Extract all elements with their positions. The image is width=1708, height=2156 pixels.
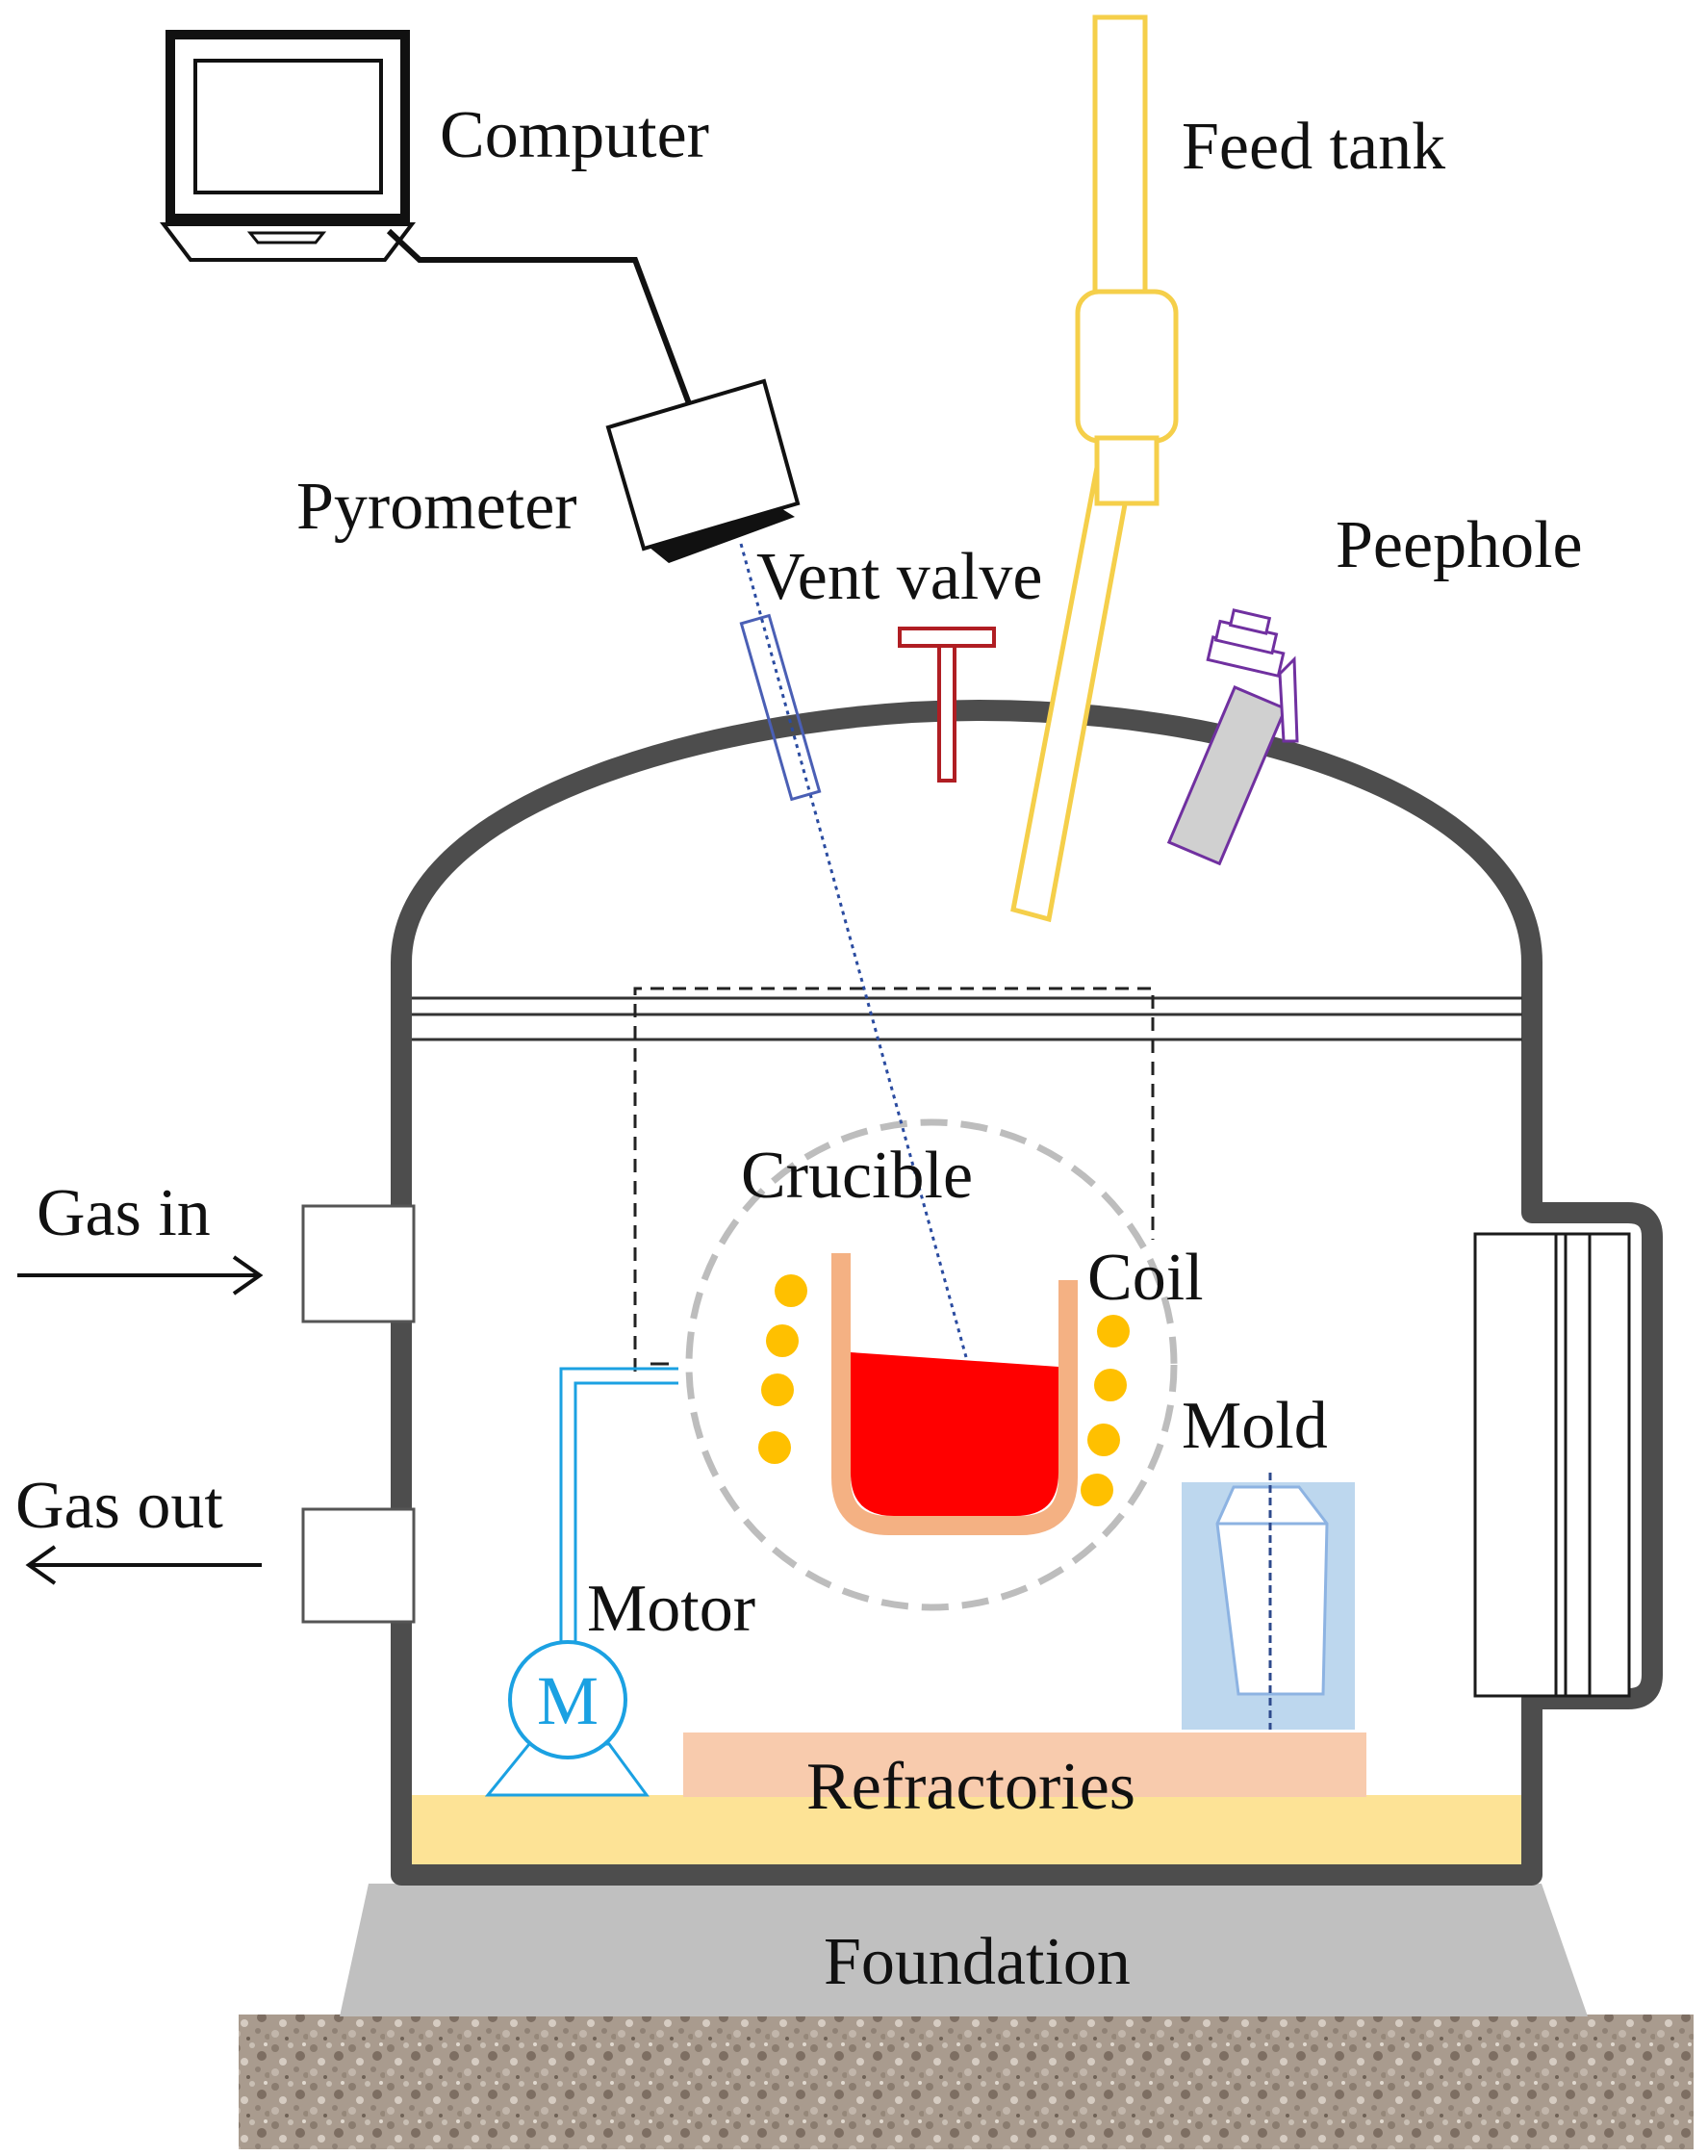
dashed-frame <box>633 987 1155 1372</box>
molten-metal <box>851 1352 1058 1516</box>
base-layer <box>412 1795 1523 1867</box>
gas-in-port[interactable] <box>301 1204 416 1323</box>
chamber-door[interactable] <box>1473 1232 1631 1698</box>
ground <box>239 2015 1694 2149</box>
foundation-block <box>340 1884 1588 2016</box>
peephole[interactable] <box>1166 608 1299 866</box>
refractories-block <box>683 1732 1366 1797</box>
gas-out-label: Gas out <box>15 1469 223 1543</box>
motor[interactable]: M <box>484 1640 650 1797</box>
motor-symbol: M <box>537 1662 599 1739</box>
crucible <box>831 1253 1078 1535</box>
pyrometer-beam <box>739 543 968 1358</box>
gas-out-arrow <box>25 1545 262 1585</box>
pyrometer-window <box>739 613 822 802</box>
refractories-label: Refractories <box>806 1750 1135 1824</box>
gas-in-arrow <box>17 1255 264 1296</box>
feed-tank[interactable] <box>1010 14 1179 923</box>
mold-label: Mold <box>1182 1389 1328 1463</box>
foundation-label: Foundation <box>824 1925 1131 1999</box>
vent-valve[interactable] <box>898 627 996 783</box>
motor-label: Motor <box>587 1572 755 1646</box>
crucible-label: Crucible <box>741 1139 973 1213</box>
gas-out-port[interactable] <box>301 1507 416 1624</box>
coil <box>758 1274 1130 1506</box>
pyrometer[interactable] <box>605 378 801 563</box>
computer-label: Computer <box>440 98 709 172</box>
computer[interactable] <box>159 30 417 262</box>
pyrometer-label: Pyrometer <box>296 470 577 544</box>
peephole-label: Peephole <box>1336 508 1583 582</box>
crucible-zone <box>685 1118 1178 1611</box>
mold <box>1182 1473 1355 1730</box>
feed-tank-label: Feed tank <box>1182 110 1445 184</box>
vent-valve-label: Vent valve <box>756 540 1042 614</box>
chamber-wall <box>391 700 1663 1886</box>
motor-cable <box>559 1367 678 1681</box>
coil-label: Coil <box>1087 1241 1204 1315</box>
computer-cable <box>386 228 696 416</box>
gas-in-label: Gas in <box>37 1176 211 1250</box>
